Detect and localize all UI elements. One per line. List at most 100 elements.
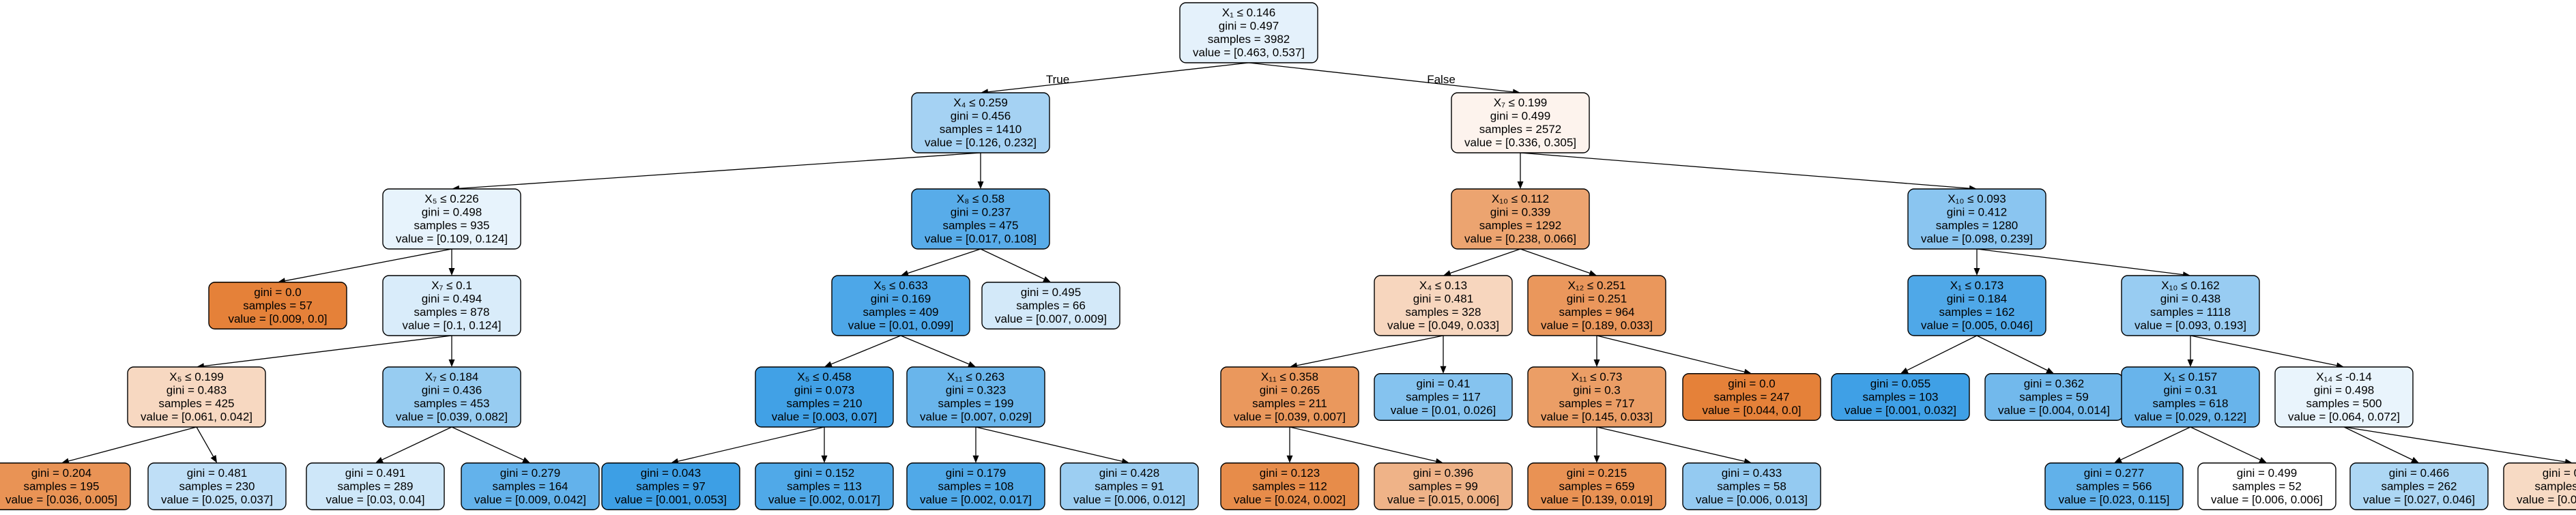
node-value: value = [0.025, 0.037]: [161, 493, 273, 506]
edge-label-true: True: [1046, 73, 1069, 86]
node-gini: gini = 0.499: [1490, 110, 1550, 123]
edge-n0-n2: [1248, 62, 1520, 95]
edge-arrowhead: [1973, 268, 1980, 276]
edge-line: [451, 426, 524, 460]
edge-arrowhead: [2046, 367, 2054, 374]
node-split-condition: X₅ ≤ 0.199: [169, 370, 224, 383]
edge-line: [203, 335, 452, 367]
node-value: value = [0.01, 0.099]: [848, 319, 954, 332]
edge-line: [381, 426, 452, 460]
node-split-condition: X₁₀ ≤ 0.112: [1492, 192, 1549, 205]
edge-n0-n1: [981, 62, 1249, 95]
node-value: value = [0.002, 0.017]: [920, 493, 1032, 506]
node-samples: samples = 164: [492, 480, 568, 492]
node-value: value = [0.003, 0.07]: [772, 411, 878, 424]
node-gini: gini = 0.31: [2164, 384, 2218, 397]
node-gini: gini = 0.481: [1413, 293, 1473, 306]
node-value: value = [0.039, 0.082]: [396, 411, 508, 424]
node-value: value = [0.463, 0.537]: [1193, 46, 1305, 59]
node-value: value = [0.049, 0.033]: [1387, 319, 1499, 332]
edge-n12-n21: [1593, 336, 1600, 367]
edge-n15-n28: [196, 426, 217, 463]
node-split-condition: X₁ ≤ 0.173: [1950, 279, 2003, 292]
node-samples: samples = 1280: [1936, 219, 2018, 232]
node-samples: samples = 162: [1939, 306, 2014, 319]
node-gini: gini = 0.215: [1567, 467, 1627, 480]
edge-n8-n15: [197, 335, 452, 370]
edge-arrowhead: [977, 181, 984, 189]
node-gini: gini = 0.362: [2024, 377, 2084, 390]
edge-line: [2343, 426, 2413, 460]
node-value: value = [0.002, 0.017]: [768, 493, 880, 506]
node-box: [382, 275, 521, 336]
edge-arrowhead: [1589, 270, 1597, 276]
node-box: [461, 462, 600, 510]
edge-n16-n29: [375, 426, 452, 463]
node-box: [2349, 462, 2489, 510]
node-box: [1220, 462, 1359, 510]
node-value: value = [0.109, 0.124]: [396, 233, 508, 246]
node-value: value = [0.189, 0.033]: [1541, 319, 1653, 332]
edge-n1-n3: [452, 152, 981, 192]
node-box: [1451, 92, 1590, 153]
node-value: value = [0.017, 0.108]: [925, 233, 1037, 246]
node-gini: gini = 0.497: [1219, 20, 1279, 33]
node-gini: gini = 0.412: [1947, 206, 2007, 219]
node-box: [147, 462, 287, 510]
node-gini: gini = 0.251: [1567, 293, 1627, 306]
node-gini: gini = 0.123: [1260, 467, 1320, 480]
node-value: value = [0.006, 0.012]: [1073, 493, 1185, 506]
node-split-condition: X₅ ≤ 0.458: [797, 370, 852, 383]
node-gini: gini = 0.428: [1099, 467, 1159, 480]
node-samples: samples = 935: [414, 219, 489, 232]
edge-n18-n34: [975, 426, 1129, 465]
node-value: value = [0.093, 0.193]: [2134, 319, 2246, 332]
edge-line: [2190, 426, 2261, 460]
edge-arrowhead: [2114, 456, 2122, 463]
node-gini: gini = 0.498: [2314, 384, 2374, 397]
node-gini: gini = 0.237: [951, 206, 1011, 219]
node-box: [1831, 373, 1970, 421]
node-samples: samples = 1118: [2150, 306, 2231, 319]
node-split-condition: X₁₂ ≤ 0.251: [1568, 279, 1626, 292]
node-box: [1907, 188, 2046, 250]
edge-arrowhead: [448, 359, 455, 367]
node-split-condition: X₁₀ ≤ 0.162: [2161, 279, 2219, 292]
edge-line: [1520, 248, 1590, 274]
node-gini: gini = 0.204: [31, 467, 91, 480]
node-box: [911, 188, 1050, 250]
node-samples: samples = 659: [1559, 480, 1634, 492]
node-gini: gini = 0.265: [1260, 384, 1320, 397]
node-value: value = [0.037, 0.026]: [2517, 493, 2576, 506]
edge-n25-n39: [2114, 426, 2191, 463]
node-samples: samples = 2572: [1479, 123, 1562, 136]
node-value: value = [0.015, 0.006]: [1387, 493, 1499, 506]
node-samples: samples = 210: [786, 397, 862, 410]
node-samples: samples = 117: [1406, 390, 1481, 403]
node-value: value = [0.004, 0.014]: [1998, 404, 2110, 417]
edge-n4-n10: [980, 248, 1051, 282]
node-box: [1682, 373, 1821, 421]
node-split-condition: X₇ ≤ 0.1: [431, 279, 472, 292]
node-value: value = [0.024, 0.002]: [1234, 493, 1346, 506]
edge-arrowhead: [1593, 455, 1600, 463]
edge-line: [830, 335, 901, 365]
